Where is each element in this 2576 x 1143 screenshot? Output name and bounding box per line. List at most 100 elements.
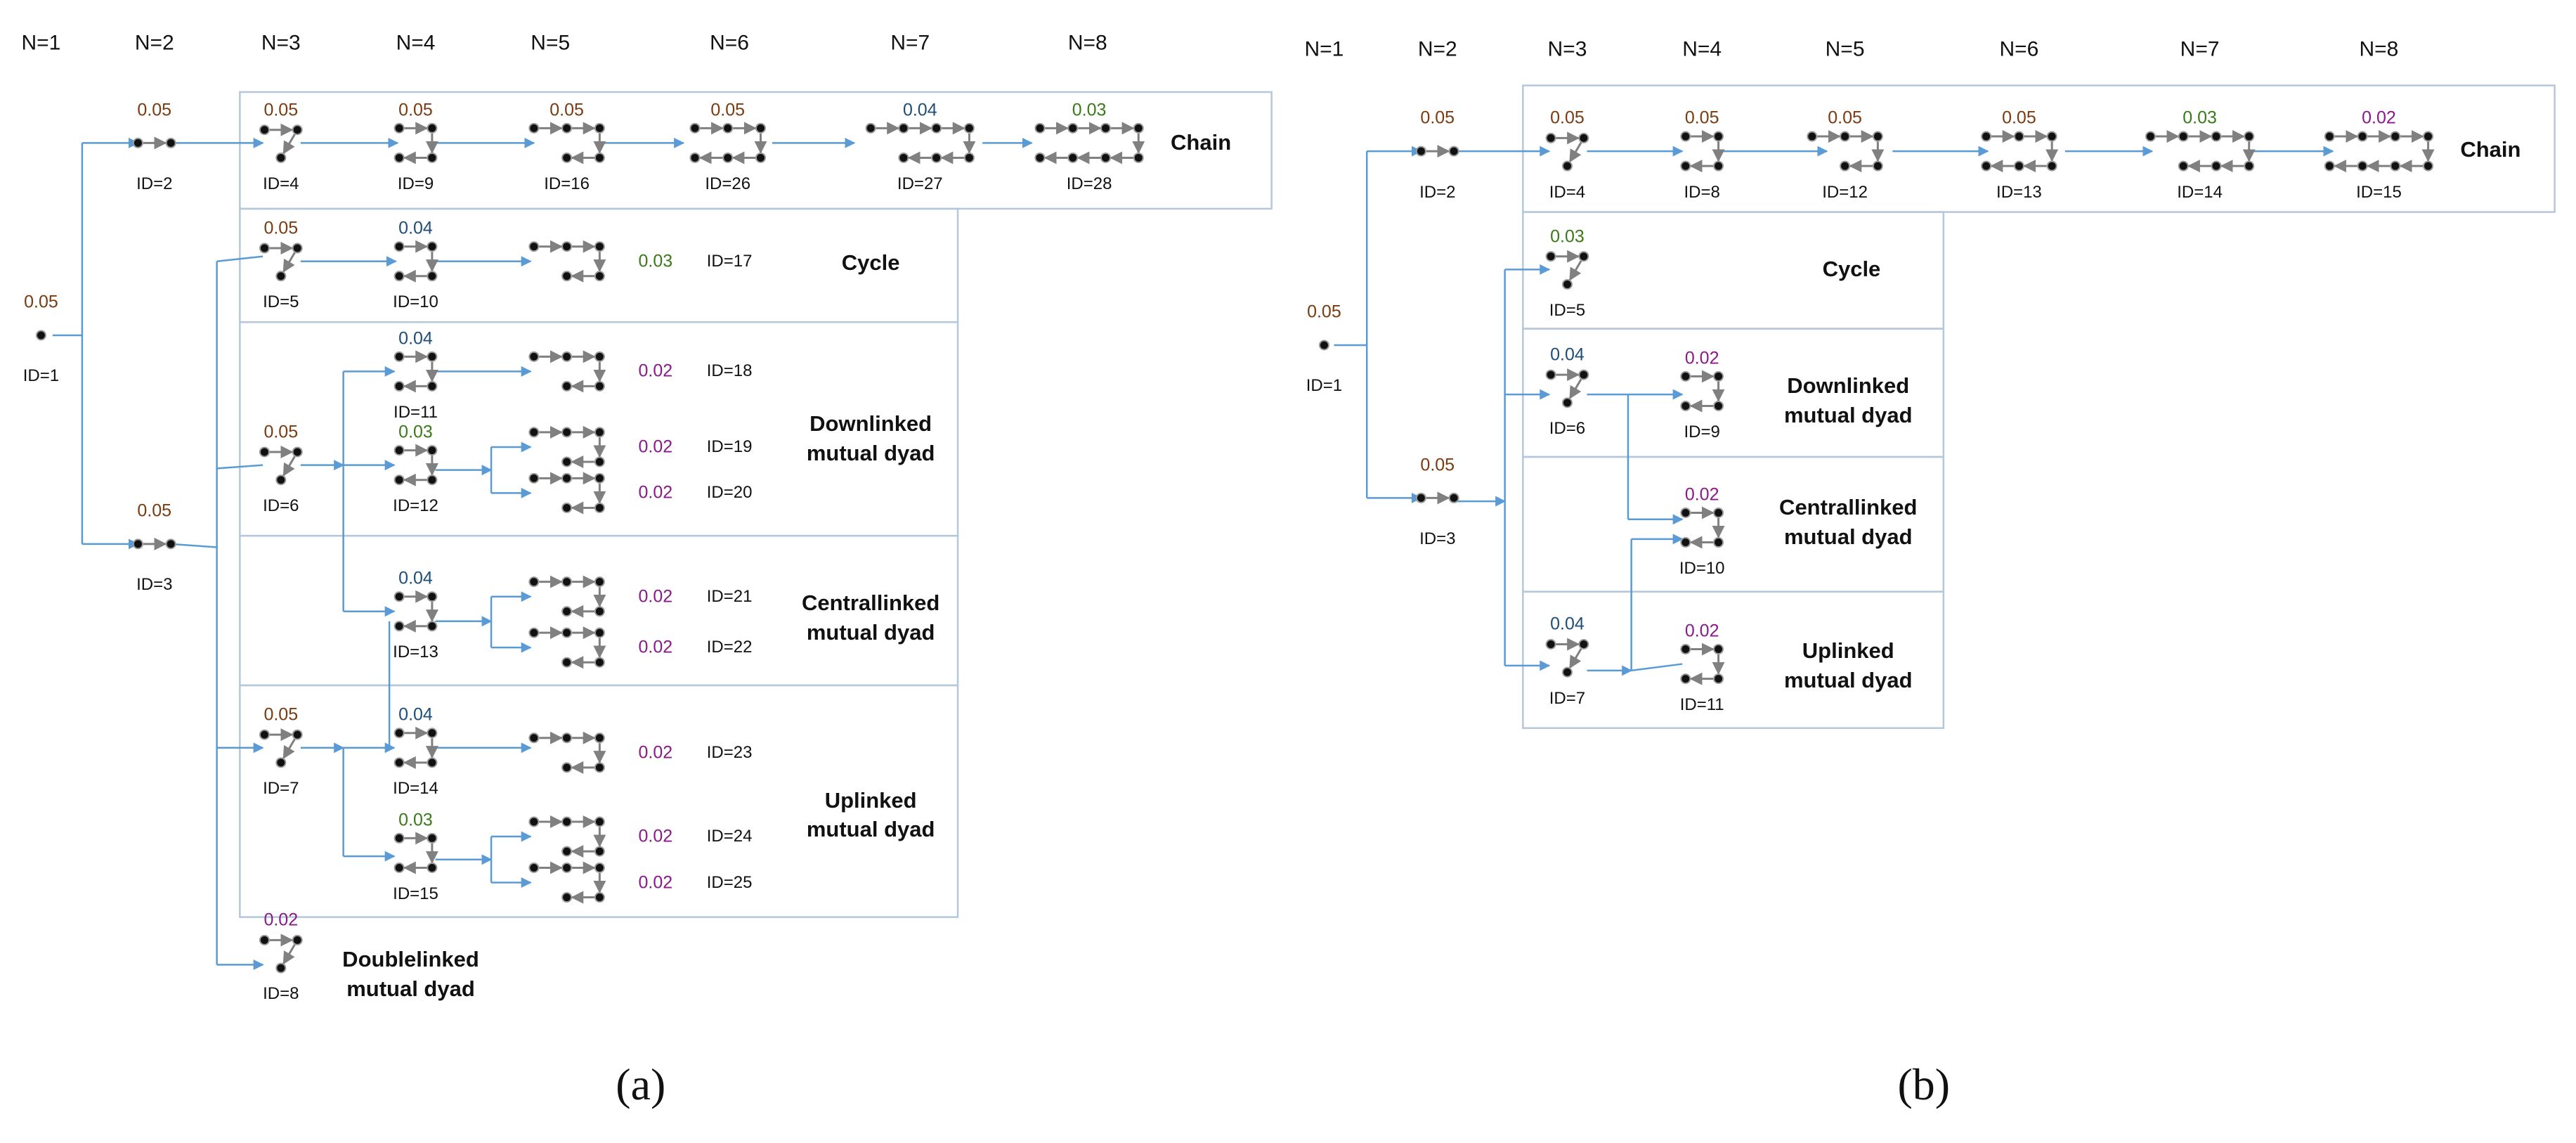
panel-a-motif-value: 0.04 (398, 328, 433, 348)
panel-b-motif-id: ID=5 (1549, 300, 1586, 320)
panel-a-motif (259, 728, 303, 768)
panel-b-motif-value: 0.05 (1307, 302, 1341, 322)
panel-a-header: N=5 (531, 31, 571, 55)
panel-b-motif-id: ID=4 (1549, 182, 1586, 202)
panel-a-motif-id: ID=11 (393, 402, 438, 422)
panel-a-motif-id: ID=5 (263, 292, 299, 311)
panel-a-motif-value: 0.02 (264, 910, 299, 930)
panel-a-motif (132, 136, 176, 150)
panel-a-motif-value: 0.04 (902, 99, 937, 120)
panel-a-motif-value: 0.05 (264, 99, 299, 120)
panel-a-motif (528, 350, 606, 393)
panel-a-header: N=1 (21, 31, 61, 55)
panel-a-motif-id: ID=3 (136, 575, 173, 595)
panel-b-motif-value: 0.02 (1684, 347, 1719, 368)
panel-a-motif-value: 0.05 (24, 292, 58, 312)
panel-b-header: N=1 (1304, 37, 1344, 61)
panel-b-motif-value: 0.04 (1550, 344, 1585, 365)
panel-a-motif-id: ID=20 (706, 483, 753, 503)
panel-a-motif-id: ID=8 (263, 984, 299, 1004)
panel-a-motif (528, 815, 606, 858)
panel-b-header: N=5 (1825, 37, 1865, 61)
panel-b-group-box (1522, 84, 2556, 213)
panel-a-motif (528, 731, 606, 774)
panel-a-motif (528, 240, 606, 283)
panel-b-motif-id: ID=3 (1419, 529, 1456, 548)
panel-b-motif-id: ID=1 (1306, 376, 1343, 396)
panel-a-motif-id: ID=13 (393, 642, 438, 661)
panel-b-group-box (1522, 590, 1945, 729)
panel-a-group-label: Doublelinked mutual dyad (342, 947, 479, 1002)
panel-a-motif (865, 122, 976, 164)
panel-a-connector (216, 464, 264, 470)
panel-a-motif-id: ID=6 (263, 496, 299, 515)
panel-b-group-label: Uplinked mutual dyad (1783, 638, 1913, 692)
panel-a-motif-value: 0.05 (264, 704, 299, 725)
panel-b-motif-id: ID=12 (1822, 182, 1868, 202)
panel-a-motif (393, 590, 438, 633)
panel-b-motif-value: 0.05 (2002, 108, 2036, 128)
panel-a-motif-id: ID=10 (393, 292, 438, 311)
panel-a-motif-id: ID=4 (263, 174, 299, 193)
panel-b-motif-id: ID=6 (1549, 419, 1586, 439)
panel-a-motif-id: ID=28 (1066, 174, 1112, 193)
panel-a-motif-id: ID=7 (263, 779, 299, 799)
panel-b-motif-value: 0.02 (1684, 484, 1719, 504)
panel-a-motif-id: ID=18 (706, 361, 753, 381)
panel-b-motif-value: 0.03 (2183, 108, 2217, 128)
panel-b-motif (2324, 130, 2435, 173)
panel-a-motif-value: 0.02 (638, 482, 673, 503)
panel-a-motif-id: ID=21 (706, 586, 753, 606)
panel-b-motif (1318, 340, 1329, 351)
panel-a-motif-value: 0.04 (398, 704, 433, 725)
panel-a-header: N=4 (396, 31, 436, 55)
panel-a-motif (259, 242, 303, 282)
panel-a-motif-id: ID=22 (706, 637, 753, 657)
panel-b-motif (1680, 506, 1725, 549)
panel-a-motif-value: 0.03 (398, 809, 433, 829)
panel-b-header: N=7 (2180, 37, 2220, 61)
panel-a-header: N=8 (1067, 31, 1107, 55)
panel-b-motif (1545, 131, 1589, 172)
panel-b-group-label: Chain (2460, 136, 2521, 162)
panel-a-motif-id: ID=12 (393, 496, 438, 515)
panel-b-motif-id: ID=9 (1684, 422, 1720, 441)
panel-a-motif (35, 330, 46, 341)
panel-a-motif-value: 0.05 (264, 218, 299, 238)
panel-a-group-label: Uplinked mutual dyad (806, 787, 935, 842)
panel-b-header: N=4 (1682, 37, 1722, 61)
panel-a-motif-value: 0.05 (549, 99, 584, 120)
panel-b-motif-value: 0.05 (1550, 108, 1585, 128)
panel-a-sublabel: (a) (616, 1059, 666, 1109)
panel-a-header: N=2 (134, 31, 174, 55)
panel-b-motif-value: 0.05 (1420, 454, 1455, 474)
panel-b-motif-id: ID=11 (1679, 695, 1724, 714)
panel-a-motif-value: 0.02 (638, 872, 673, 892)
panel-b-header: N=6 (1999, 37, 2039, 61)
panel-a-motif (1034, 122, 1145, 164)
panel-a-motif (528, 425, 606, 468)
panel-b-motif (1415, 145, 1459, 158)
panel-a-motif-value: 0.05 (137, 99, 172, 120)
panel-a-motif-value: 0.02 (638, 437, 673, 457)
panel-a-motif (259, 445, 303, 486)
panel-a-motif-id: ID=1 (22, 366, 60, 386)
panel-a-motif (393, 726, 438, 769)
panel-a-motif-id: ID=24 (706, 826, 753, 846)
panel-b-connector (1631, 663, 1683, 672)
panel-a-group-label: Downlinked mutual dyad (806, 411, 935, 466)
panel-b-motif-value: 0.04 (1550, 614, 1585, 634)
panel-a-group-box (239, 684, 959, 918)
panel-a-motif-value: 0.02 (638, 742, 673, 763)
panel-a-motif-value: 0.05 (710, 99, 746, 120)
panel-a-header: N=7 (890, 31, 930, 55)
panel-b-motif-id: ID=14 (2177, 182, 2223, 202)
panel-a-motif-id: ID=15 (393, 884, 438, 903)
panel-b-header: N=2 (1417, 37, 1457, 61)
panel-a-motif-value: 0.04 (398, 218, 433, 238)
panel-b-sublabel: (b) (1897, 1059, 1951, 1109)
panel-b-motif (1807, 130, 1885, 173)
panel-b-group-label: Centrallinked mutual dyad (1779, 495, 1918, 550)
panel-a-motif-value: 0.03 (1072, 99, 1107, 120)
